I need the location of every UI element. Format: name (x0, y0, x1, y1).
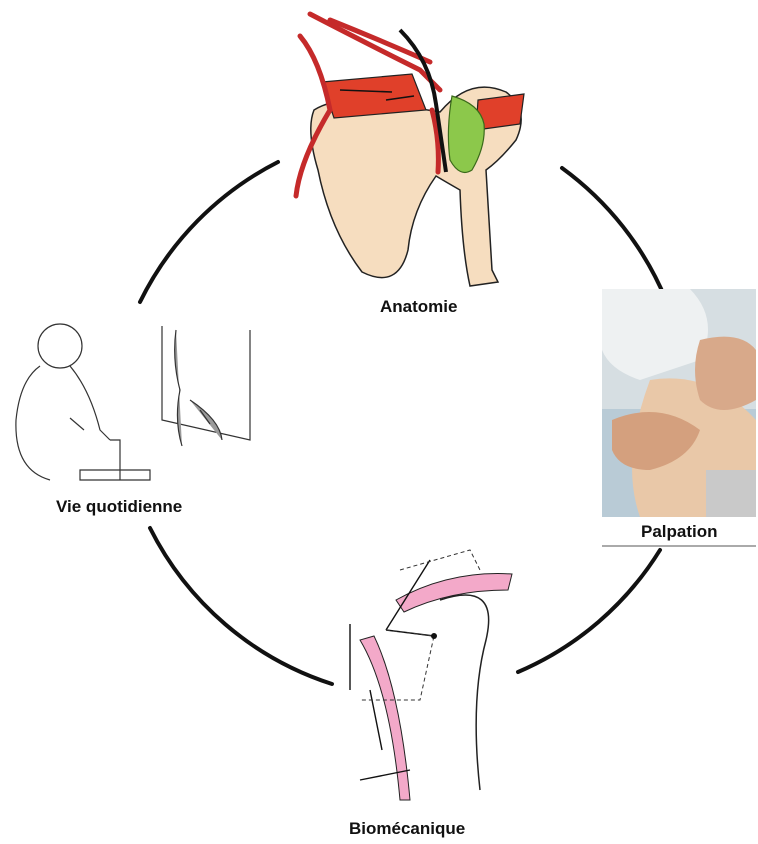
hand-upper (695, 337, 756, 410)
tendon-upper (396, 574, 512, 612)
person-body (16, 366, 110, 480)
node-label-anatomie: Anatomie (380, 297, 457, 316)
biomechanics-illustration (350, 550, 512, 800)
dashed-2 (400, 550, 480, 570)
vector-5 (370, 690, 382, 750)
pivot-point (431, 633, 437, 639)
node-label-palpation: Palpation (641, 522, 718, 541)
cycle-arc-lower-left (150, 528, 332, 684)
cycle-arc-lower-right (518, 550, 660, 672)
support-cushion (706, 470, 756, 517)
node-label-vie-quotidienne: Vie quotidienne (56, 497, 182, 516)
person-head (38, 324, 82, 368)
daily-life-illustration (16, 324, 250, 480)
palpation-photo (602, 289, 756, 517)
cycle-arc-upper-right (562, 168, 666, 300)
humerus-outline (440, 595, 489, 790)
arrow-daily-1 (70, 418, 84, 430)
shoulder-anatomy-illustration (296, 14, 524, 286)
artery-3 (330, 20, 430, 62)
table (80, 440, 150, 480)
cycle-arc-upper-left (140, 162, 278, 302)
node-label-biomecanique: Biomécanique (349, 819, 465, 838)
